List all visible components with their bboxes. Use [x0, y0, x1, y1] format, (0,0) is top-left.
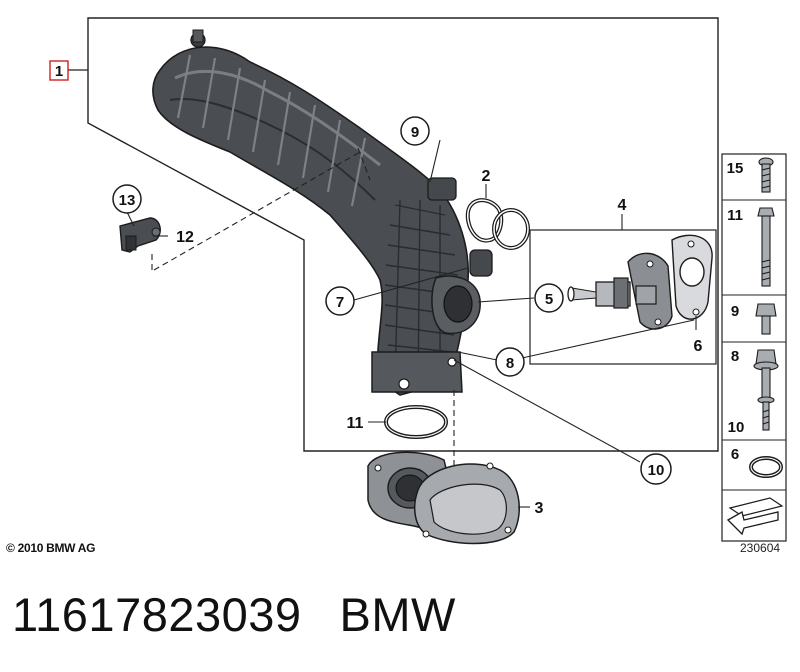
panel-label-8: 8: [731, 348, 739, 365]
flange-bolt-part: [753, 349, 779, 431]
screw-part: [758, 157, 774, 193]
panel-label-11: 11: [727, 207, 743, 224]
leader-8a: [521, 319, 695, 359]
svg-text:9: 9: [411, 124, 419, 141]
subassembly-frame: [529, 229, 717, 365]
callout-10: 10: [640, 453, 672, 485]
catalog-arrow-icon: [726, 497, 784, 536]
assembly-frame: [87, 17, 719, 452]
label-12: 12: [176, 229, 194, 246]
brand-name: BMW: [339, 588, 456, 641]
label-11: 11: [347, 415, 364, 432]
intake-manifold: [152, 29, 493, 396]
callout-9: 9: [400, 116, 430, 146]
part-number-line: 11617823039 BMW: [12, 587, 456, 642]
actuator-valve: [567, 252, 673, 330]
panel-label-15: 15: [727, 160, 744, 177]
leader-5: [477, 297, 535, 303]
main-label-box: [49, 60, 69, 81]
panel-label-6: 6: [731, 446, 739, 463]
leader-13: [126, 211, 135, 227]
leader-9: [429, 139, 441, 183]
label-2: 2: [482, 168, 491, 185]
callout-7: 7: [325, 286, 355, 316]
part-number: 11617823039: [12, 588, 302, 641]
main-label: 1: [55, 63, 63, 80]
label-3: 3: [535, 500, 544, 517]
hex-bolt-part: [755, 303, 777, 335]
leader-10: [453, 359, 641, 463]
label-4: 4: [618, 197, 627, 214]
copyright-text: © 2010 BMW AG: [6, 541, 96, 555]
valve-gasket: [671, 234, 713, 320]
callout-13: 13: [112, 184, 142, 214]
svg-text:8: 8: [506, 355, 514, 372]
svg-text:7: 7: [336, 294, 344, 311]
leader-9-dashed: [357, 147, 371, 181]
leader-8b: [457, 351, 498, 361]
callout-8: 8: [495, 347, 525, 377]
panel-label-10: 10: [728, 419, 745, 436]
reference-number: 230604: [740, 541, 781, 555]
svg-text:10: 10: [648, 462, 665, 479]
leader-7: [353, 267, 469, 301]
throttle-body: [367, 451, 521, 545]
gasket-pair: [465, 198, 530, 250]
panel-label-9: 9: [731, 303, 739, 320]
long-bolt-part: [757, 207, 775, 287]
callout-5: 5: [534, 283, 564, 313]
sensor-part: [119, 217, 161, 253]
hardware-panel: 15 11 9 8 10 6: [721, 153, 787, 542]
label-6: 6: [694, 338, 703, 355]
svg-text:5: 5: [545, 291, 553, 308]
svg-text:13: 13: [119, 192, 136, 209]
